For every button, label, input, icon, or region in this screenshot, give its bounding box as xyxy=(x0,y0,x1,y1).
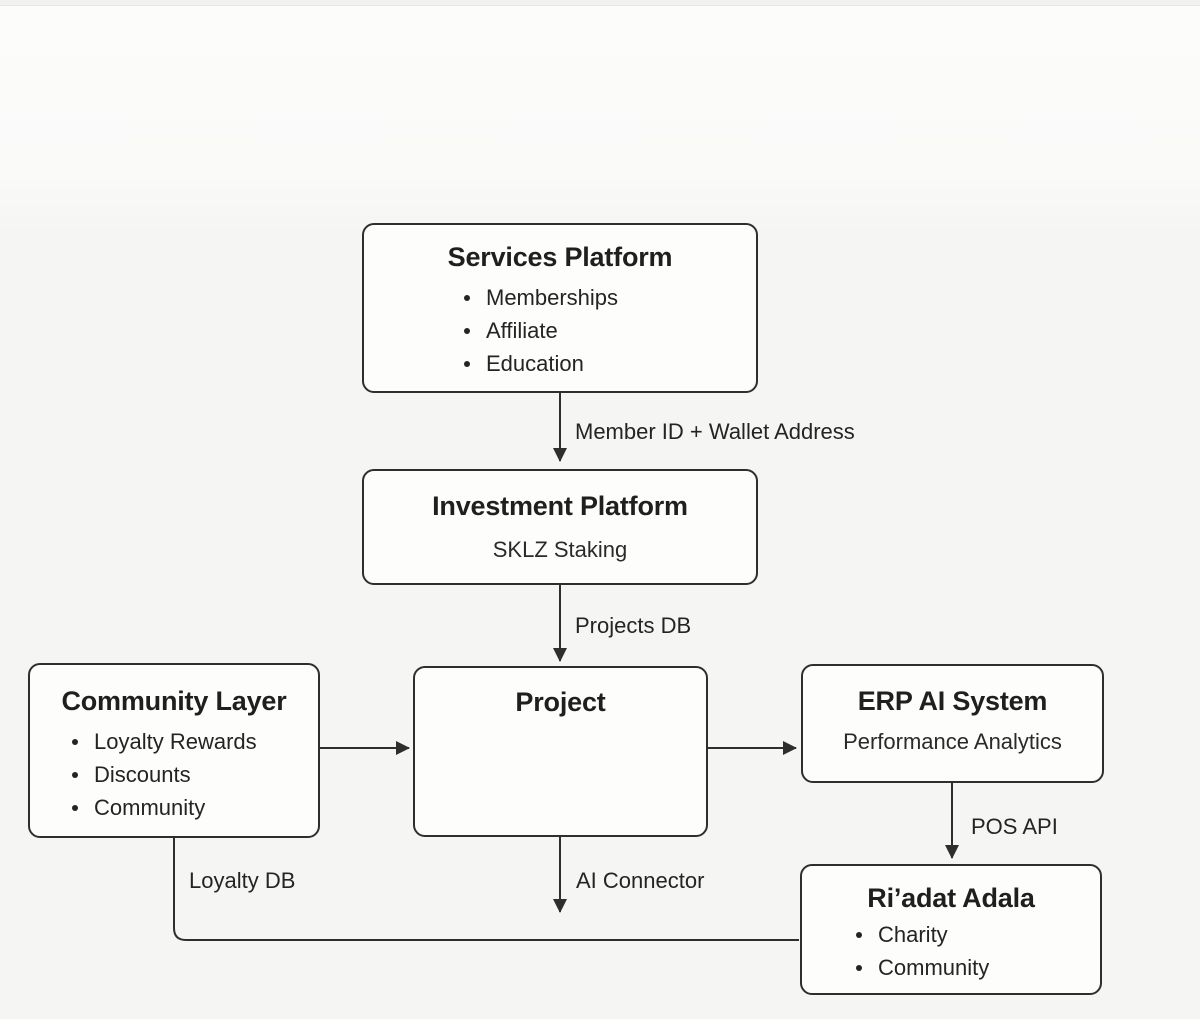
edge-label-ai-connector: AI Connector xyxy=(576,868,705,893)
node-title: Investment Platform xyxy=(432,491,688,521)
node-services-platform: Services Platform Memberships Affiliate … xyxy=(362,223,758,393)
node-title: ERP AI System xyxy=(857,686,1048,716)
list-item: Charity xyxy=(854,918,1100,951)
node-erp-ai-system: ERP AI System Performance Analytics xyxy=(801,664,1104,783)
edge-label-projects-db: Projects DB xyxy=(575,613,692,638)
list-item: Community xyxy=(70,791,318,824)
node-subtitle: Performance Analytics xyxy=(843,729,1062,754)
node-project: Project xyxy=(413,666,708,837)
edge-label-loyalty-db: Loyalty DB xyxy=(189,868,296,893)
node-title: Services Platform xyxy=(447,242,673,272)
top-border-strip xyxy=(0,0,1200,6)
node-title: Ri’adat Adala xyxy=(867,883,1035,913)
node-riadat-adala: Ri’adat Adala Charity Community xyxy=(800,864,1102,995)
community-feature-list: Loyalty Rewards Discounts Community xyxy=(70,725,318,824)
services-feature-list: Memberships Affiliate Education xyxy=(462,281,756,380)
list-item: Discounts xyxy=(70,758,318,791)
list-item: Loyalty Rewards xyxy=(70,725,318,758)
node-investment-platform: Investment Platform SKLZ Staking xyxy=(362,469,758,585)
edge-label-member-id-wallet: Member ID + Wallet Address xyxy=(575,419,855,444)
list-item: Education xyxy=(462,347,756,380)
node-title: Community Layer xyxy=(61,686,287,716)
list-item: Affiliate xyxy=(462,314,756,347)
node-subtitle: SKLZ Staking xyxy=(492,537,628,562)
list-item: Community xyxy=(854,951,1100,984)
node-community-layer: Community Layer Loyalty Rewards Discount… xyxy=(28,663,320,838)
edge-label-pos-api: POS API xyxy=(971,814,1058,839)
riadat-feature-list: Charity Community xyxy=(854,918,1100,984)
node-title: Project xyxy=(515,687,606,717)
list-item: Memberships xyxy=(462,281,756,314)
